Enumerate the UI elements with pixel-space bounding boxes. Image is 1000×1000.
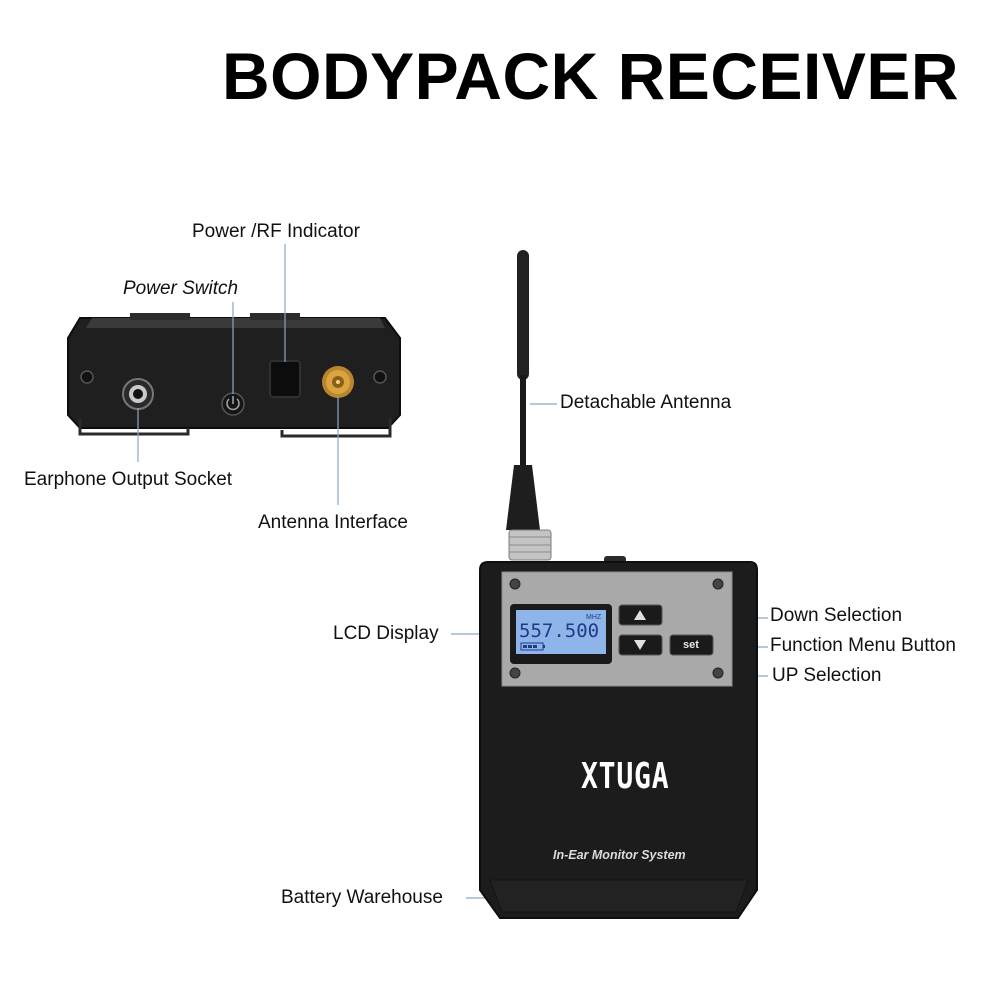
callout-power-rf-indicator: Power /RF Indicator	[192, 221, 360, 242]
down-arrow-button[interactable]	[618, 634, 663, 656]
callout-lcd-display: LCD Display	[333, 623, 439, 644]
callout-battery-warehouse: Battery Warehouse	[281, 887, 443, 908]
callout-detachable-antenna: Detachable Antenna	[560, 392, 732, 413]
product-tagline: In-Ear Monitor System	[553, 848, 686, 862]
callout-function-menu-button: Function Menu Button	[770, 635, 956, 656]
lcd-unit: MHZ	[586, 614, 602, 621]
set-button-label: set	[683, 639, 699, 651]
set-button[interactable]	[669, 634, 714, 656]
callout-earphone-output-socket: Earphone Output Socket	[24, 469, 233, 490]
callout-down-selection: Down Selection	[770, 605, 903, 626]
screw-icon	[373, 370, 387, 384]
page-title: BODYPACK RECEIVER	[222, 39, 960, 113]
battery-level-icon	[520, 642, 545, 651]
detachable-antenna[interactable]	[506, 250, 552, 561]
lcd-frequency: 557.500	[519, 620, 600, 642]
front-view-receiver	[479, 250, 758, 919]
callout-up-selection: UP Selection	[772, 665, 882, 686]
earphone-socket[interactable]	[122, 378, 154, 410]
screw-icon	[712, 578, 724, 590]
screw-icon	[80, 370, 94, 384]
antenna-interface[interactable]	[322, 366, 354, 398]
callout-antenna-interface: Antenna Interface	[258, 512, 408, 533]
power-switch[interactable]	[221, 392, 245, 416]
top-view-receiver	[67, 313, 401, 438]
battery-warehouse[interactable]	[489, 879, 749, 913]
triangle-up-icon	[634, 610, 646, 620]
power-icon	[226, 398, 240, 411]
power-rf-indicator	[269, 360, 301, 398]
callout-power-switch: Power Switch	[123, 278, 239, 299]
screw-icon	[509, 667, 521, 679]
screw-icon	[509, 578, 521, 590]
up-arrow-button[interactable]	[618, 604, 663, 626]
screw-icon	[712, 667, 724, 679]
brand-logo: XTUGA	[581, 756, 670, 797]
triangle-down-icon	[634, 640, 646, 650]
